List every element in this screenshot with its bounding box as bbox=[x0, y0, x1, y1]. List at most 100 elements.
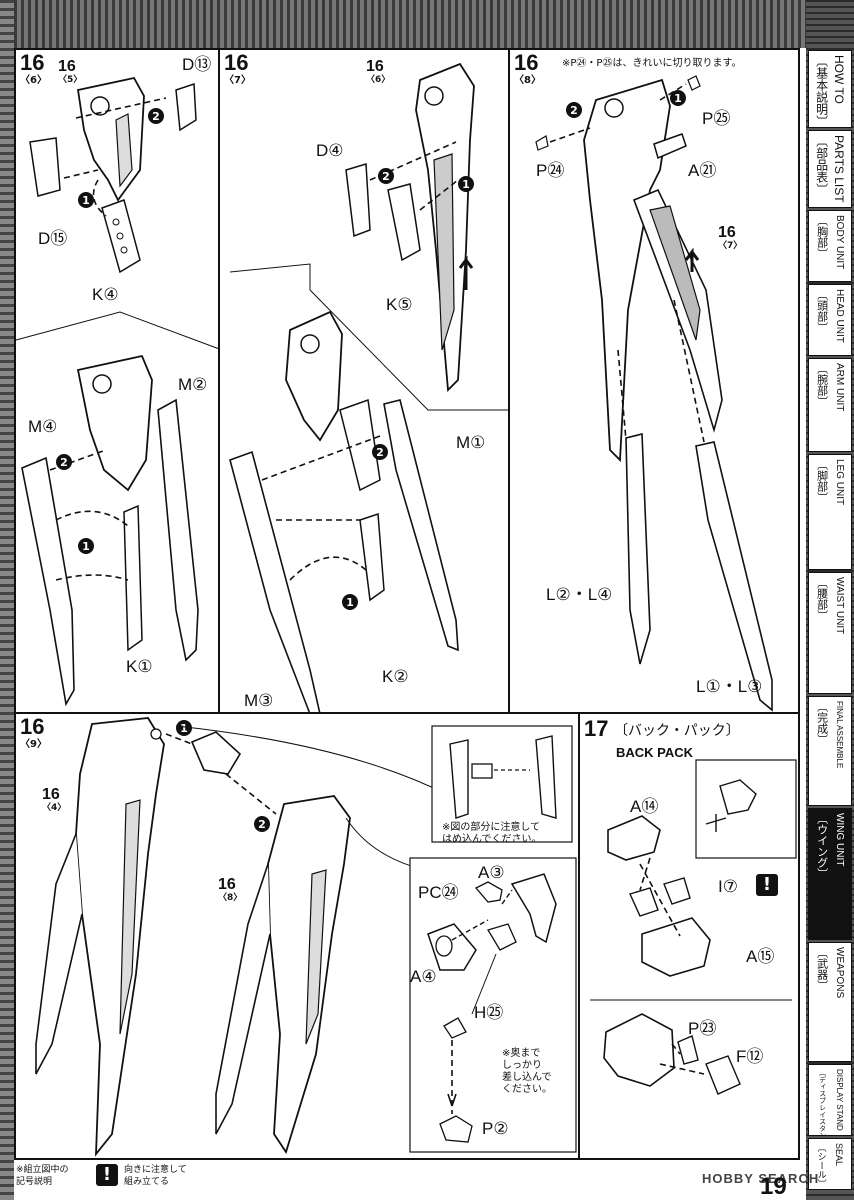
reference-sub-number: 〈4〉 bbox=[42, 803, 67, 813]
orientation-warning-text: 向きに注意して 組み立てる bbox=[124, 1165, 187, 1187]
reference-step-number: 16 bbox=[58, 58, 76, 75]
part-label: PC㉔ bbox=[418, 883, 459, 902]
part-label: A③ bbox=[478, 863, 505, 882]
svg-text:1: 1 bbox=[462, 178, 470, 191]
tab-arm-unit[interactable]: 〔腕部〕 ARM UNIT bbox=[808, 358, 852, 452]
step-number: 16 bbox=[20, 50, 45, 75]
tab-display-stand[interactable]: 〔ディスプレイスタンド〕 DISPLAY STAND bbox=[808, 1064, 852, 1136]
step-number: 16 bbox=[20, 714, 45, 739]
part-label: A④ bbox=[410, 967, 437, 986]
tab-label-en: PARTS LIST bbox=[832, 135, 847, 203]
tab-head-unit[interactable]: 〔頭部〕 HEAD UNIT bbox=[808, 284, 852, 356]
part-label: M③ bbox=[244, 691, 274, 710]
svg-text:2: 2 bbox=[258, 818, 266, 831]
reference-step-number: 16 bbox=[218, 876, 236, 893]
step-number: 16 bbox=[514, 50, 539, 75]
tab-weapons[interactable]: 〔武器〕 WEAPONS bbox=[808, 942, 852, 1062]
tab-how-to[interactable]: 〔基本説明〕 HOW TO bbox=[808, 50, 852, 128]
tab-seal[interactable]: 〔シール〕 SEAL bbox=[808, 1138, 852, 1190]
part-label: M② bbox=[178, 375, 208, 394]
step-sub-number: 〈6〉 bbox=[20, 75, 47, 86]
tab-label-en: HOW TO bbox=[832, 55, 847, 104]
cut-cleanly-note: ※P㉔・P㉕は、きれいに切り取ります。 bbox=[562, 58, 742, 69]
reference-sub-number: 〈6〉 bbox=[366, 75, 391, 85]
tab-label-en: SEAL bbox=[834, 1143, 845, 1167]
symbol-legend-note: ※組立図中の 記号説明 bbox=[16, 1165, 69, 1187]
step-number: 17 bbox=[584, 716, 609, 741]
part-label: K① bbox=[126, 657, 153, 676]
part-label: L①・L③ bbox=[696, 677, 763, 696]
svg-text:2: 2 bbox=[570, 104, 578, 117]
svg-text:2: 2 bbox=[60, 456, 68, 469]
part-label: K⑤ bbox=[386, 295, 413, 314]
svg-text:1: 1 bbox=[180, 722, 188, 735]
step-sub-number: 〈7〉 bbox=[224, 75, 251, 86]
tab-label: 〔胸部〕 bbox=[815, 215, 828, 259]
watermark: HOBBY SEARCH bbox=[702, 1171, 820, 1186]
tab-leg-unit[interactable]: 〔脚部〕 LEG UNIT bbox=[808, 454, 852, 570]
tab-label-en: WING UNIT bbox=[834, 813, 846, 867]
tab-label: 〔頭部〕 bbox=[815, 289, 828, 333]
insert-fully-note: ※奥まで しっかり 差し込んで ください。 bbox=[502, 1048, 552, 1095]
svg-text:1: 1 bbox=[346, 596, 354, 609]
step-number: 16 bbox=[224, 50, 249, 75]
tab-label: 〔武器〕 bbox=[815, 947, 828, 991]
insertion-care-note: ※図の部分に注意して はめ込んでください。 bbox=[442, 822, 542, 845]
part-label: D⑮ bbox=[38, 229, 68, 248]
part-label: M④ bbox=[28, 417, 58, 436]
reference-sub-number: 〈8〉 bbox=[218, 893, 243, 903]
step-panel-17: 17 〔バック・パック〕 BACK PACK A⑭ I⑦ ! A⑮ P㉓ F⑫ bbox=[578, 712, 800, 1160]
assembly-diagram-7: 2 1 2 1 bbox=[229, 62, 512, 715]
tab-label: 〔シール〕 bbox=[816, 1143, 827, 1188]
part-label: K④ bbox=[92, 285, 119, 304]
step-sub-number: 〈9〉 bbox=[20, 739, 47, 750]
tab-label: 〔脚部〕 bbox=[815, 459, 828, 503]
tab-waist-unit[interactable]: 〔腰部〕 WAIST UNIT bbox=[808, 572, 852, 694]
part-label: P② bbox=[482, 1119, 509, 1138]
tab-label-en: FINAL ASSEMBLE bbox=[835, 701, 845, 769]
backpack-diagram bbox=[590, 759, 797, 1095]
svg-text:1: 1 bbox=[82, 194, 90, 207]
part-label: P㉕ bbox=[702, 109, 731, 128]
tab-label-en: ARM UNIT bbox=[834, 363, 846, 412]
tab-label-en: HEAD UNIT bbox=[834, 289, 846, 343]
svg-text:1: 1 bbox=[674, 92, 682, 105]
tab-label: 〔基本説明〕 bbox=[814, 55, 829, 127]
tab-label: 〔腰部〕 bbox=[815, 577, 828, 621]
part-label: K② bbox=[382, 667, 409, 686]
assembly-diagram-9: 1 2 bbox=[35, 717, 577, 1157]
step-panel-16-8: 16 〈8〉 ※P㉔・P㉕は、きれいに切り取ります。 16 〈7〉 2 1 P㉕… bbox=[508, 48, 800, 714]
part-label: I⑦ bbox=[718, 877, 738, 896]
tab-final-assemble[interactable]: 〔完成〕 FINAL ASSEMBLE bbox=[808, 696, 852, 806]
reference-sub-number: 〈7〉 bbox=[718, 241, 743, 251]
part-label: A⑮ bbox=[746, 947, 775, 966]
part-label: A⑭ bbox=[630, 797, 659, 816]
section-title-en: BACK PACK bbox=[616, 745, 694, 760]
step-panel-16-9: 16 〈9〉 16 〈4〉 16 〈8〉 1 2 bbox=[14, 712, 580, 1160]
svg-text:2: 2 bbox=[382, 170, 390, 183]
assembly-diagram-8: 2 1 bbox=[535, 75, 773, 712]
step-sub-number: 〈8〉 bbox=[514, 75, 541, 86]
part-label: H㉕ bbox=[474, 1003, 504, 1022]
svg-text:1: 1 bbox=[82, 540, 90, 553]
step-panel-16-6: 16 〈6〉 16 〈5〉 2 1 bbox=[14, 48, 223, 714]
top-background-texture bbox=[0, 0, 854, 48]
tab-label: 〔ディスプレイスタンド〕 bbox=[818, 1069, 826, 1136]
section-title-jp: 〔バック・パック〕 bbox=[614, 722, 740, 738]
part-label: M① bbox=[456, 433, 486, 452]
part-label: D⑬ bbox=[182, 55, 212, 74]
part-label: D④ bbox=[316, 141, 344, 160]
tab-label-en: WEAPONS bbox=[834, 947, 846, 999]
tab-parts-list[interactable]: 〔部品表〕 PARTS LIST bbox=[808, 130, 852, 208]
tab-wing-unit[interactable]: 〔ウイング〕 WING UNIT bbox=[808, 808, 852, 940]
svg-text:2: 2 bbox=[152, 110, 160, 123]
assembly-diagram-6: 2 1 2 1 bbox=[15, 76, 223, 707]
svg-text:2: 2 bbox=[376, 446, 384, 459]
page-number: 19 bbox=[760, 1173, 787, 1200]
left-background-texture bbox=[0, 0, 14, 1200]
tab-label-en: WAIST UNIT bbox=[834, 577, 846, 635]
tab-body-unit[interactable]: 〔胸部〕 BODY UNIT bbox=[808, 210, 852, 282]
reference-sub-number: 〈5〉 bbox=[58, 75, 83, 85]
caution-icon: ! bbox=[96, 1164, 118, 1186]
tab-label-en: DISPLAY STAND bbox=[835, 1069, 845, 1131]
